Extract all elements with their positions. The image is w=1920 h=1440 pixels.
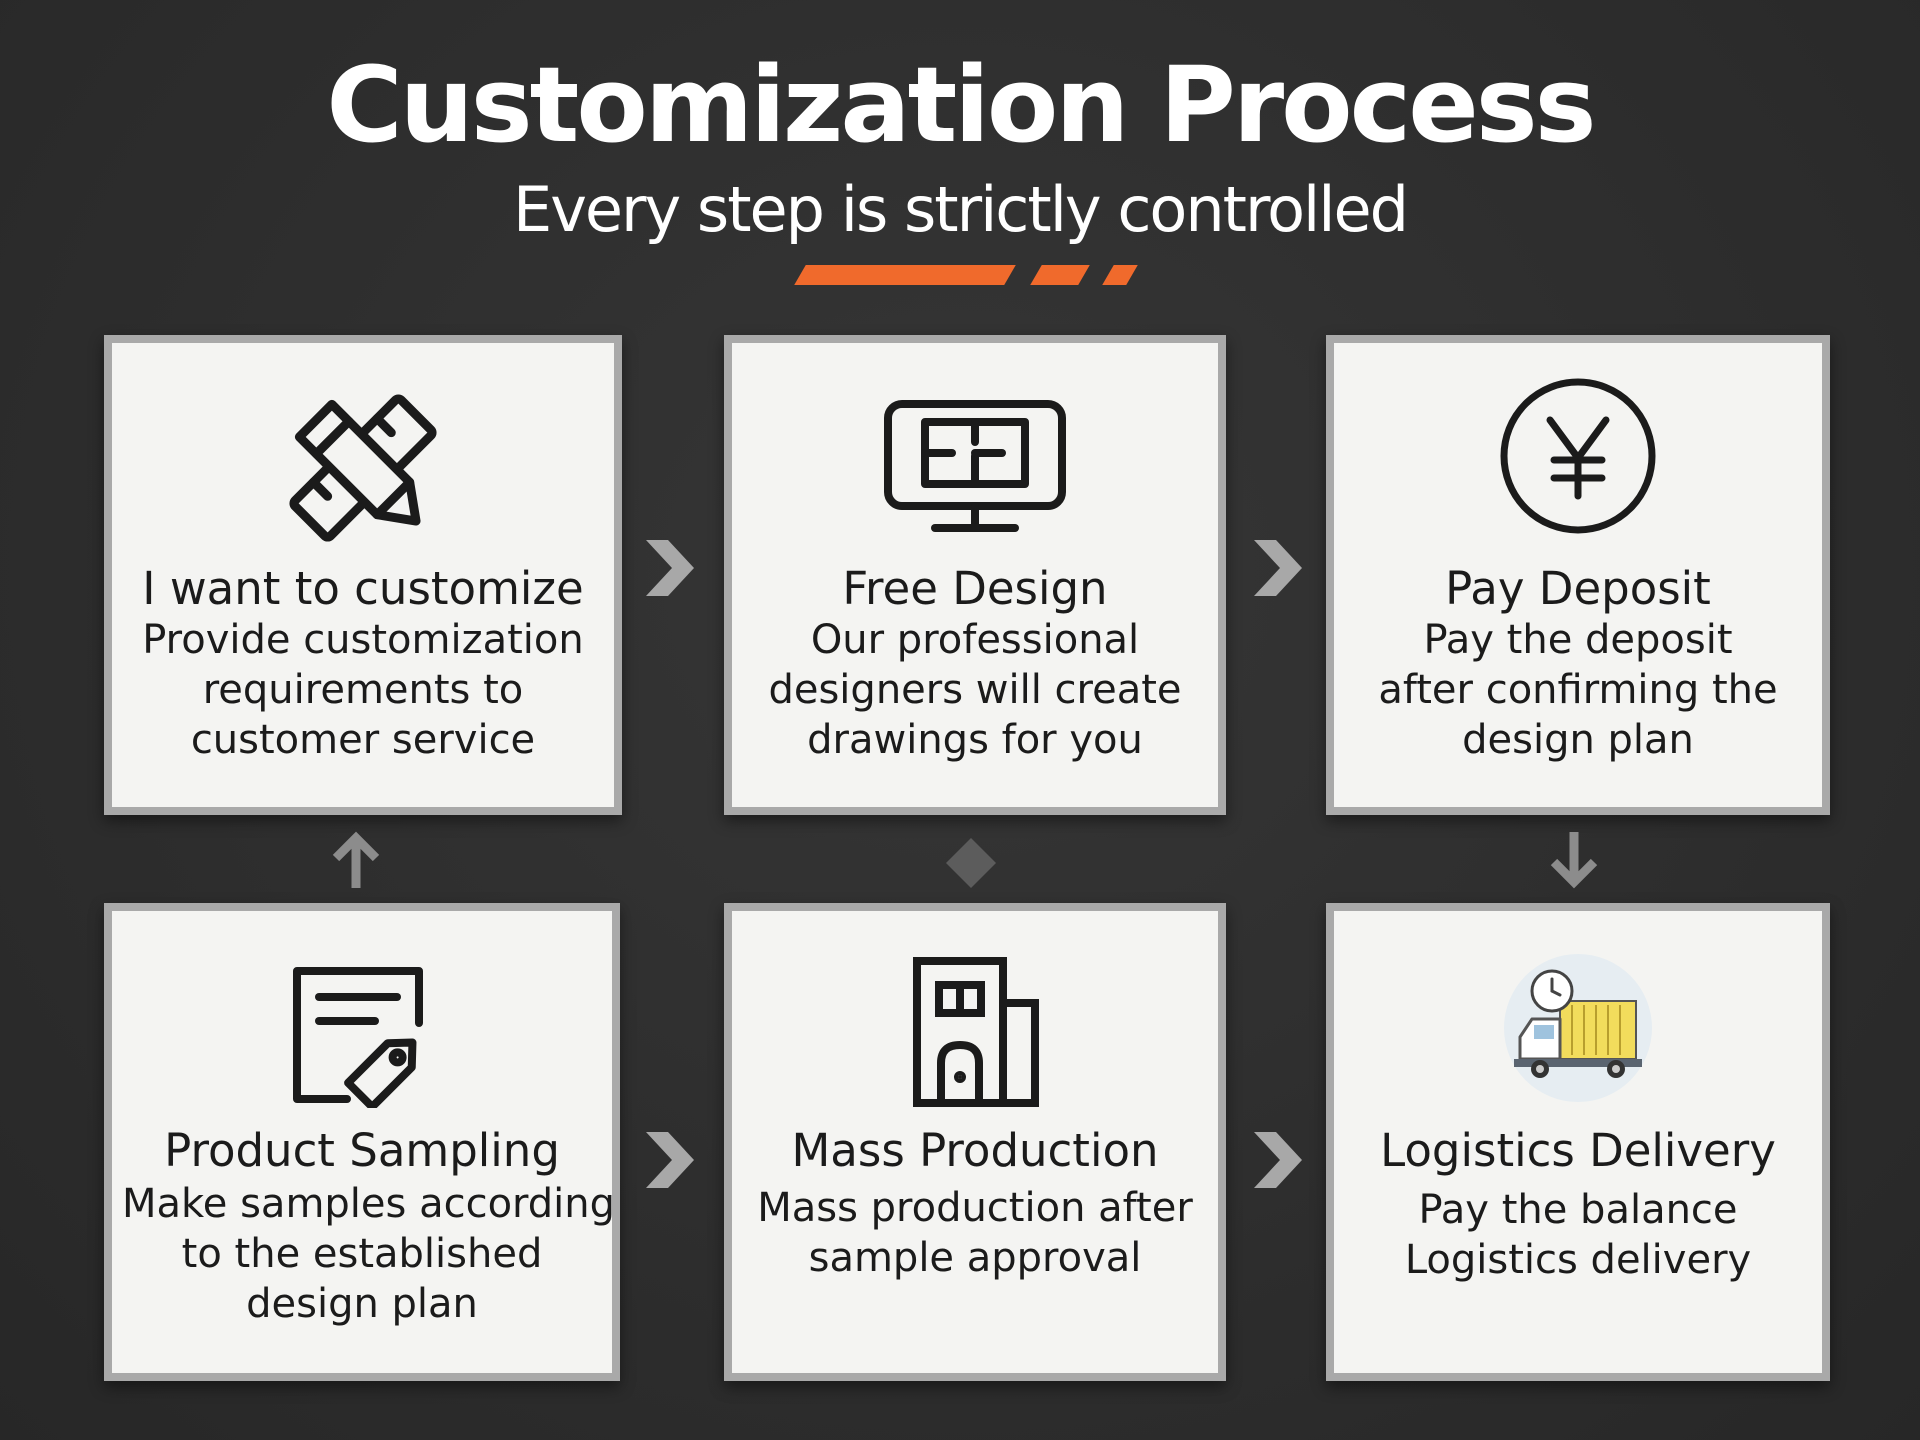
step-description-line: Logistics delivery	[1404, 1237, 1752, 1283]
step-card-pay-deposit: Pay Deposit Pay the deposit after confir…	[1326, 335, 1830, 815]
diamond-icon	[944, 836, 998, 890]
chevron-right-icon	[642, 1128, 698, 1192]
step-title: Logistics Delivery	[1380, 1124, 1776, 1177]
pencil-ruler-icon	[278, 383, 448, 553]
step-description-line: design plan	[246, 1281, 478, 1327]
step-description-line: drawings for you	[807, 717, 1143, 763]
step-description-line: requirements to	[202, 667, 524, 713]
step-description-line: Mass production after	[757, 1185, 1193, 1231]
page-title: Customization Process	[326, 44, 1596, 166]
step-description-line: Pay the deposit	[1423, 617, 1733, 663]
step-title: I want to customize	[142, 562, 584, 615]
step-description-line: Pay the balance	[1418, 1187, 1738, 1233]
factory-building-icon	[895, 951, 1055, 1111]
step-description-line: designers will create	[768, 667, 1182, 713]
step-description-line: after confirming the	[1378, 667, 1778, 713]
accent-bar-medium	[1030, 265, 1090, 285]
chevron-right-icon	[642, 536, 698, 600]
step-description-line: Make samples according	[122, 1181, 616, 1227]
step-title: Pay Deposit	[1445, 562, 1711, 615]
monitor-floorplan-icon	[880, 398, 1070, 538]
page-subtitle: Every step is strictly controlled	[513, 173, 1409, 246]
step-title: Product Sampling	[164, 1124, 560, 1177]
step-description: Pay the deposit after confirming the des…	[1344, 615, 1812, 765]
yen-coin-icon	[1498, 376, 1658, 536]
step-description: Pay the balance Logistics delivery	[1344, 1185, 1812, 1285]
step-card-product-sampling: Product Sampling Make samples according …	[104, 903, 620, 1381]
document-tag-icon	[287, 963, 437, 1111]
chevron-right-icon	[1250, 1128, 1306, 1192]
step-description: Our professional designers will create d…	[742, 615, 1208, 765]
step-description-line: design plan	[1462, 717, 1694, 763]
step-title: Free Design	[842, 562, 1108, 615]
step-description: Make samples according to the establishe…	[122, 1179, 616, 1329]
delivery-truck-icon	[1498, 953, 1658, 1103]
step-description-line: sample approval	[808, 1235, 1142, 1281]
step-description-line: Provide customization	[142, 617, 584, 663]
arrow-down-icon	[1546, 828, 1602, 892]
step-card-mass-production: Mass Production Mass production after sa…	[724, 903, 1226, 1381]
chevron-right-icon	[1250, 536, 1306, 600]
step-description-line: Our professional	[810, 617, 1140, 663]
step-description: Provide customization requirements to cu…	[122, 615, 604, 765]
step-card-free-design: Free Design Our professional designers w…	[724, 335, 1226, 815]
step-description-line: to the established	[181, 1231, 543, 1277]
accent-bar-long	[794, 265, 1016, 285]
step-card-logistics-delivery: Logistics Delivery Pay the balance Logis…	[1326, 903, 1830, 1381]
step-title: Mass Production	[791, 1124, 1159, 1177]
accent-bar-short	[1102, 265, 1138, 285]
arrow-up-icon	[328, 828, 384, 892]
step-description: Mass production after sample approval	[742, 1183, 1208, 1283]
step-description-line: customer service	[190, 717, 536, 763]
step-card-customize: I want to customize Provide customizatio…	[104, 335, 622, 815]
